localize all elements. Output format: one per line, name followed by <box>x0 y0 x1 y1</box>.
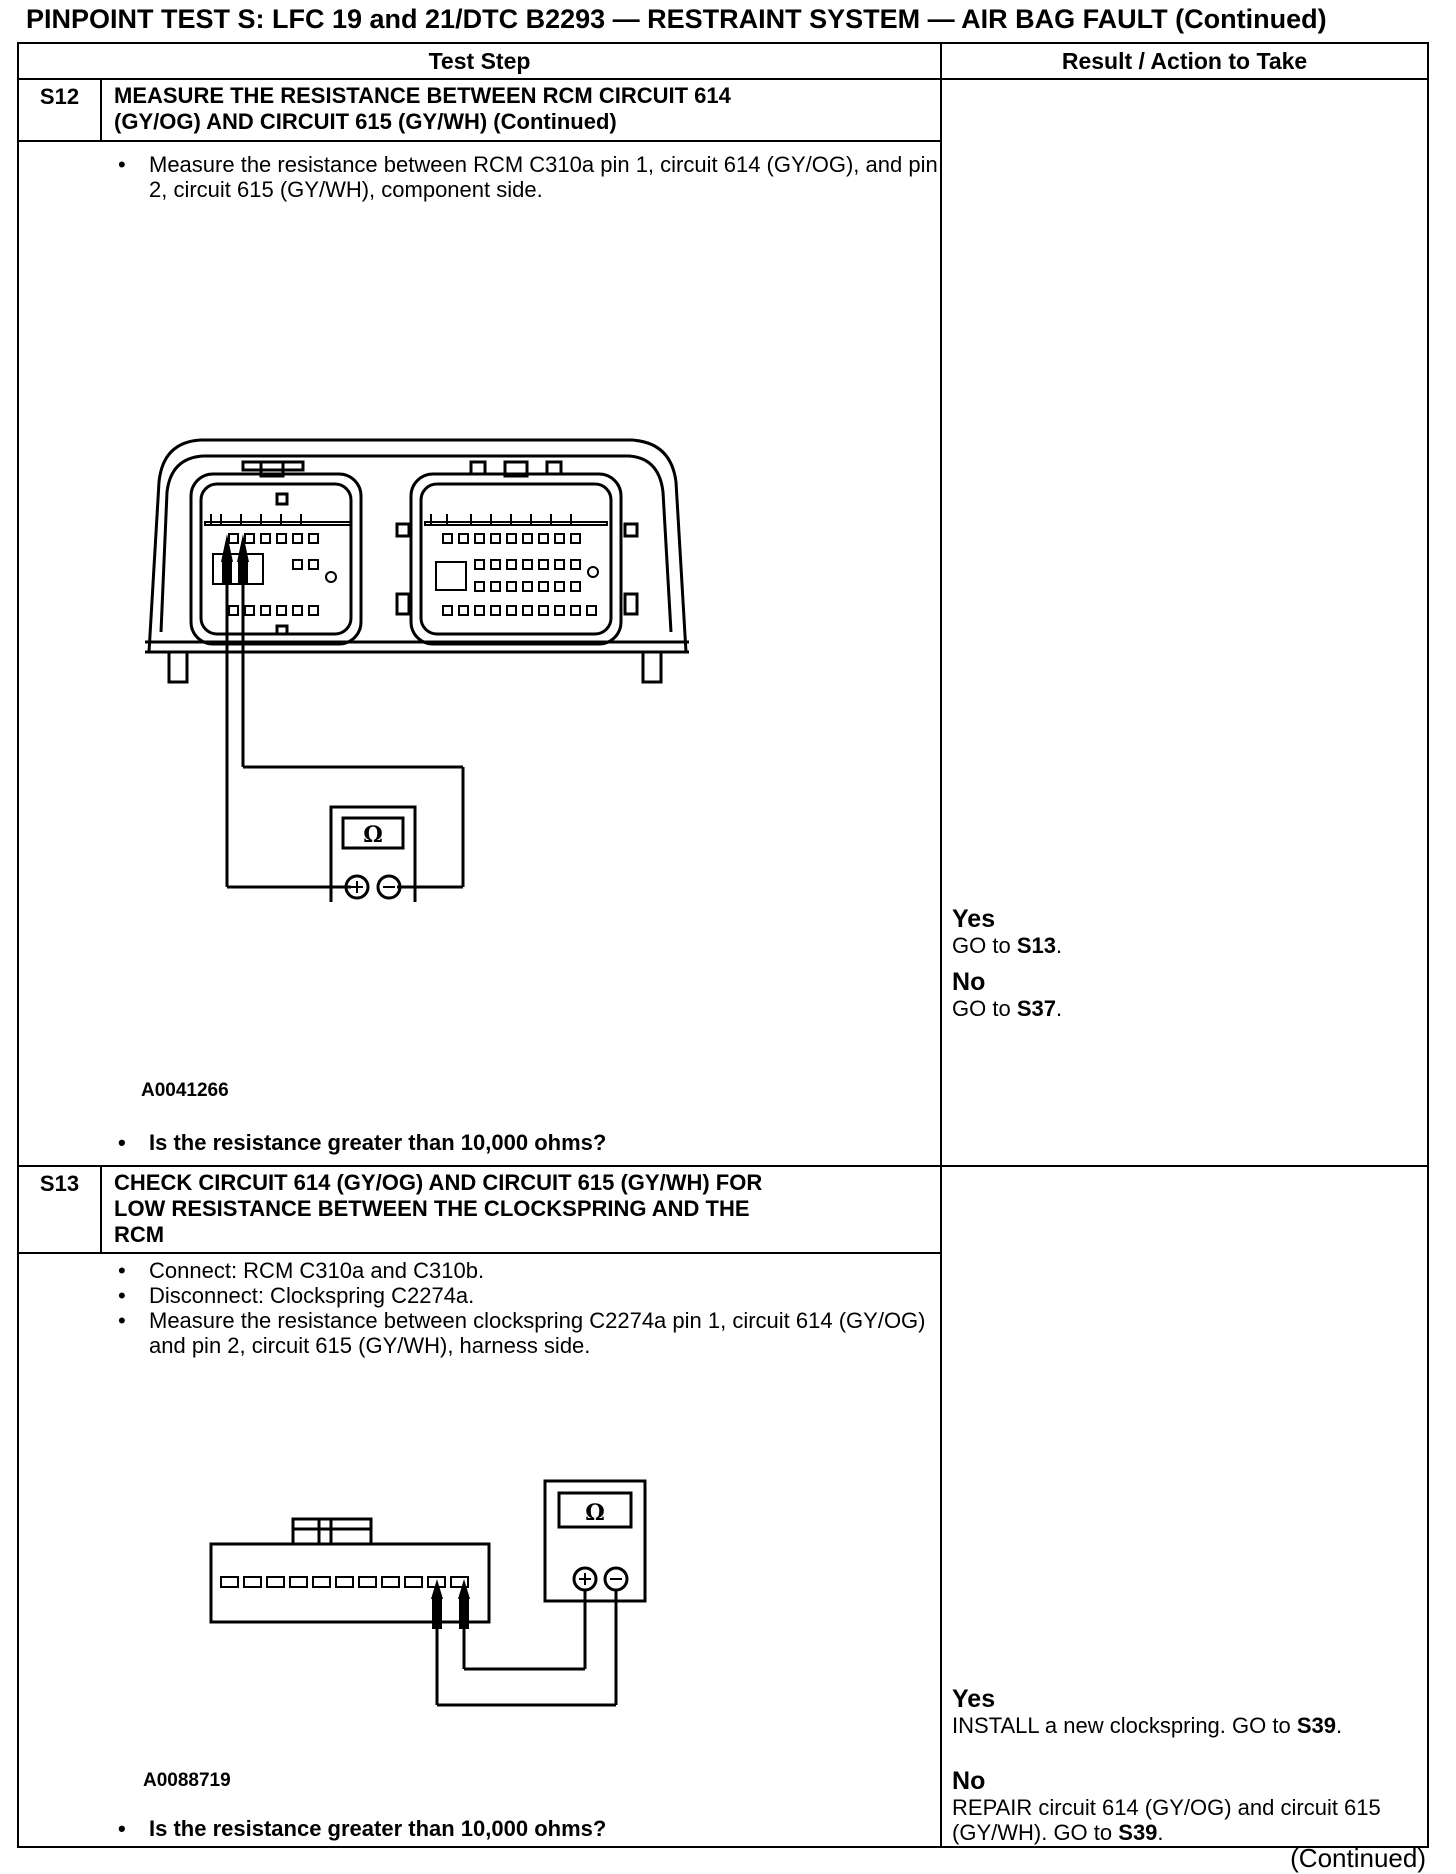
yes-label: Yes <box>952 1685 996 1713</box>
yes-action: GO to S13. <box>952 933 1063 958</box>
goto-target: S39 <box>1118 1820 1158 1845</box>
no-label: No <box>952 968 986 996</box>
clockspring-connector-figure: Ω <box>209 1479 647 1707</box>
step-title-line: (GY/OG) AND CIRCUIT 615 (GY/WH) (Continu… <box>114 109 617 134</box>
goto-target: S37 <box>1016 996 1056 1021</box>
result-yes-s13: Yes INSTALL a new clockspring. GO to S39… <box>952 1685 1417 1738</box>
no-label: No <box>952 1767 986 1795</box>
step-body-s13: Connect: RCM C310a and C310b. Disconnect… <box>101 1252 943 1848</box>
step-bullets-s13: Connect: RCM C310a and C310b. Disconnect… <box>101 1254 940 1358</box>
bullet-item: Measure the resistance between clockspri… <box>113 1308 940 1358</box>
rcm-connector-figure: Ω <box>145 438 689 902</box>
step-id-s12: S12 <box>17 78 102 142</box>
goto-target: S39 <box>1296 1713 1336 1738</box>
result-no-s13: No REPAIR circuit 614 (GY/OG) and circui… <box>952 1767 1417 1845</box>
no-action: REPAIR circuit 614 (GY/OG) and circuit 6… <box>952 1795 1381 1845</box>
bullet-item: Connect: RCM C310a and C310b. <box>113 1258 940 1283</box>
bullet-item: Measure the resistance between RCM C310a… <box>113 152 940 202</box>
ohm-symbol: Ω <box>585 1500 605 1526</box>
step-title-line: MEASURE THE RESISTANCE BETWEEN RCM CIRCU… <box>114 83 731 108</box>
no-action: GO to S37. <box>952 996 1063 1021</box>
step-title-s12: MEASURE THE RESISTANCE BETWEEN RCM CIRCU… <box>99 78 943 142</box>
result-cell-s12: Yes GO to S13. No GO to S37. <box>940 78 1430 1167</box>
ohm-symbol: Ω <box>363 822 383 848</box>
step-spacer <box>17 1252 101 1848</box>
step-title-line: LOW RESISTANCE BETWEEN THE CLOCKSPRING A… <box>114 1196 750 1221</box>
question-s13: Is the resistance greater than 10,000 oh… <box>113 1816 606 1842</box>
step-body-s12: Measure the resistance between RCM C310a… <box>101 140 943 1167</box>
goto-target: S13 <box>1016 933 1056 958</box>
yes-action: INSTALL a new clockspring. GO to S39. <box>952 1713 1343 1738</box>
bullet-item: Disconnect: Clockspring C2274a. <box>113 1283 940 1308</box>
continued-footer: (Continued) <box>1290 1843 1426 1873</box>
step-spacer <box>17 140 101 1167</box>
header-result: Result / Action to Take <box>940 42 1430 80</box>
step-id-s13: S13 <box>17 1165 102 1254</box>
figure-id-s13: A0088719 <box>143 1770 231 1791</box>
result-no-s12: No GO to S37. <box>952 968 1417 1021</box>
step-bullets-s12: Measure the resistance between RCM C310a… <box>101 142 940 202</box>
page-title: PINPOINT TEST S: LFC 19 and 21/DTC B2293… <box>26 4 1327 34</box>
pinpoint-test-table: Test Step Result / Action to Take S12 ME… <box>16 42 1430 1848</box>
question-s12: Is the resistance greater than 10,000 oh… <box>113 1130 606 1156</box>
header-test-step: Test Step <box>16 42 943 80</box>
step-title-line: RCM <box>114 1222 165 1247</box>
step-title-s13: CHECK CIRCUIT 614 (GY/OG) AND CIRCUIT 61… <box>99 1165 943 1254</box>
yes-label: Yes <box>952 905 996 933</box>
figure-id-s12: A0041266 <box>141 1080 229 1101</box>
result-cell-s13: Yes INSTALL a new clockspring. GO to S39… <box>940 1165 1430 1848</box>
result-yes-s12: Yes GO to S13. <box>952 905 1417 958</box>
step-title-line: CHECK CIRCUIT 614 (GY/OG) AND CIRCUIT 61… <box>114 1170 763 1195</box>
